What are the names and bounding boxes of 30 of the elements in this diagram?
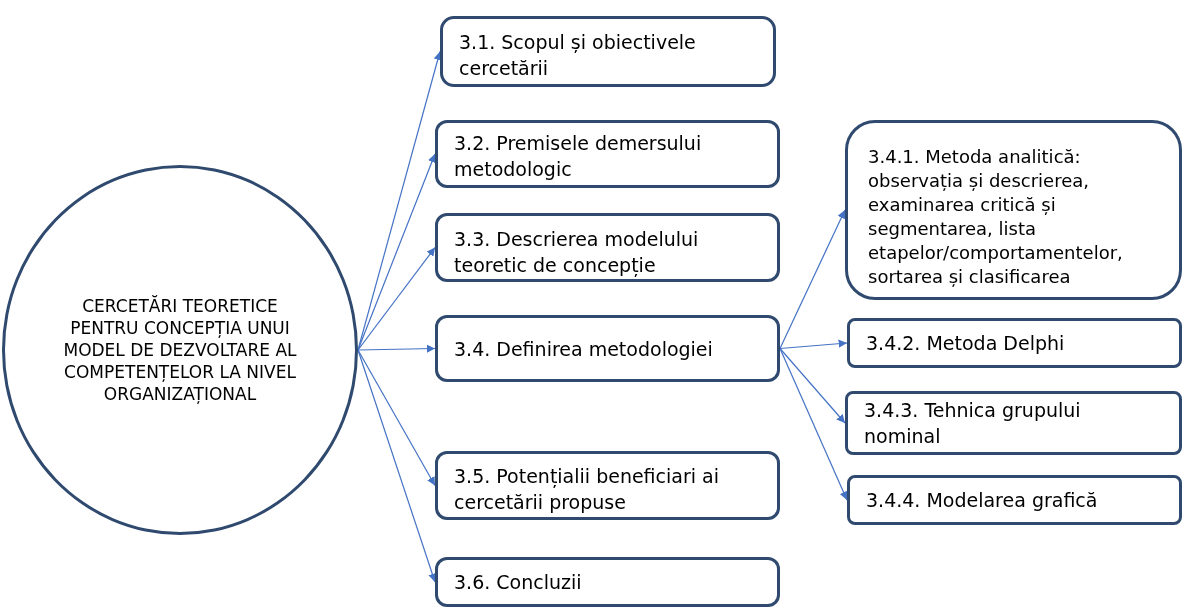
box-text: CERCETĂRI TEORETICE PENTRU CONCEPȚIA UNUI MODEL DE DEZVOLTARE AL COMPETENȚELOR LA NIVEL ORGANIZAȚIONAL: [62, 295, 298, 405]
arrow: [357, 349, 437, 583]
arrow: [779, 347, 846, 424]
topic-box: [845, 120, 1182, 300]
topic-box: [435, 557, 780, 607]
arrow: [357, 153, 436, 351]
topic-box: [847, 318, 1182, 368]
box-text: 3.4.3. Tehnica grupului nominal: [864, 398, 1082, 449]
topic-box: [435, 213, 780, 282]
arrow: [779, 339, 848, 350]
arrow: [779, 347, 848, 501]
box-text: 3.1. Scopul și obiectivele cercetării: [459, 30, 697, 81]
topic-box: [435, 315, 780, 382]
topic-box: [440, 16, 776, 87]
arrow: [357, 246, 436, 351]
box-text: 3.4.1. Metoda analitică: observația și descrierea, examinarea critică și segmentarea, lista etapelor/comportamentelor, sortarea și clasificarea: [868, 145, 1124, 289]
box-text: 3.6. Concluzii: [454, 570, 583, 595]
topic-box: [845, 391, 1182, 455]
arrow: [779, 209, 846, 350]
box-text: 3.3. Descrierea modelului teoretic de concepție: [454, 227, 700, 278]
box-text: 3.4.2. Metoda Delphi: [866, 331, 1066, 356]
box-text: 3.2. Premisele demersului metodologic: [454, 131, 703, 182]
box-text: 3.4.4. Modelarea grafică: [866, 488, 1099, 513]
topic-box: [847, 475, 1182, 525]
box-text: 3.5. Potențialii beneficiari ai cercetării propuse: [454, 464, 720, 515]
arrow: [357, 344, 436, 353]
topic-box: [435, 451, 780, 520]
arrow: [357, 349, 436, 487]
box-text: 3.4. Definirea metodologiei: [454, 336, 714, 362]
topic-box: [435, 120, 780, 188]
